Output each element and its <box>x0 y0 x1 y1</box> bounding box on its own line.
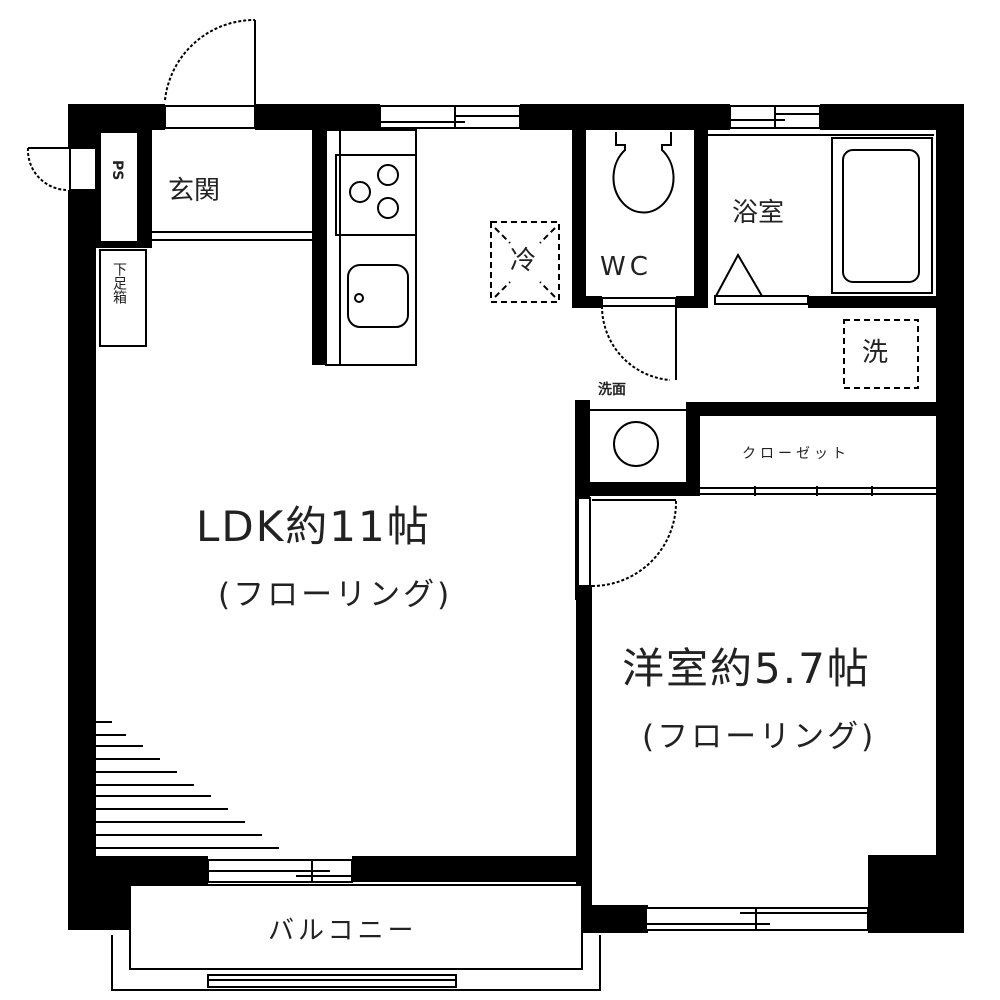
closet-doors <box>700 486 936 496</box>
entry-door <box>164 18 256 129</box>
window-ldk <box>207 859 353 883</box>
fridge-space <box>490 221 560 303</box>
washroom-label: 洗面 <box>598 382 626 398</box>
window-bath <box>729 105 821 129</box>
wash-basin <box>590 409 686 467</box>
western-room-door <box>577 497 678 587</box>
ps-door <box>26 147 97 191</box>
balcony <box>111 884 601 991</box>
window-kitchen <box>379 105 521 129</box>
window-western <box>645 907 869 931</box>
ps-label: PS <box>109 160 125 181</box>
getabako-box <box>99 249 147 347</box>
western-room-flooring: (フローリング) <box>642 719 877 755</box>
toilet <box>612 132 675 214</box>
western-room-title: 洋室約5.7帖 <box>622 644 871 693</box>
genkan-label: 玄関 <box>168 176 221 206</box>
getabako-label: 下足箱 <box>111 262 127 304</box>
ldk-title: LDK約11帖 <box>196 502 431 551</box>
washer-space <box>843 319 919 389</box>
closet-label: クローゼット <box>742 446 850 462</box>
fridge-label: 冷 <box>510 246 537 276</box>
washer-label: 洗 <box>862 338 889 368</box>
wc-door <box>600 297 677 381</box>
balcony-label: バルコニー <box>268 916 418 946</box>
stair-hatch <box>96 721 279 849</box>
bathtub <box>708 134 934 305</box>
bath-label: 浴室 <box>732 198 785 228</box>
ldk-flooring: (フローリング) <box>218 577 453 613</box>
wc-label: WC <box>600 252 652 282</box>
kitchen-counter <box>325 129 417 366</box>
